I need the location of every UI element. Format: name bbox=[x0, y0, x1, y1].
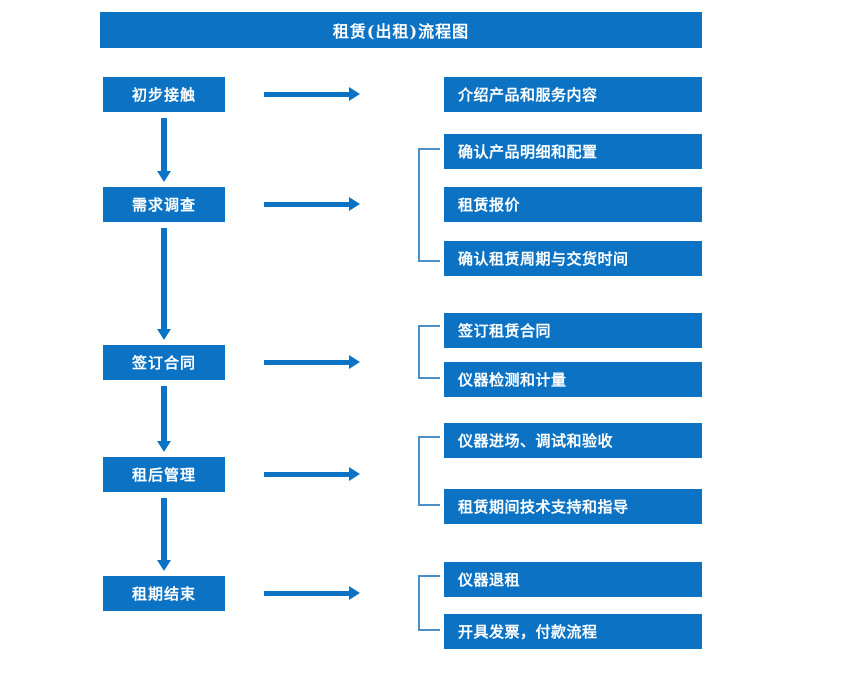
stage-box-sign-contract[interactable]: 签订合同 bbox=[103, 345, 225, 380]
detail-box-invoice-payment[interactable]: 开具发票，付款流程 bbox=[444, 614, 702, 649]
chart-title-banner: 租赁(出租)流程图 bbox=[100, 12, 702, 48]
detail-label: 确认产品明细和配置 bbox=[458, 143, 598, 161]
detail-label: 仪器进场、调试和验收 bbox=[458, 432, 614, 450]
stage-box-needs-survey[interactable]: 需求调查 bbox=[103, 187, 225, 222]
detail-label: 确认租赁周期与交货时间 bbox=[458, 250, 629, 268]
arrow-right-icon-needs-survey bbox=[264, 197, 360, 211]
detail-label: 租赁报价 bbox=[458, 196, 521, 214]
stage-label: 初步接触 bbox=[131, 86, 196, 104]
detail-label: 仪器退租 bbox=[458, 571, 521, 589]
arrow-down-icon-postrental-to-leaseend bbox=[157, 498, 171, 571]
group-bracket-post-rental bbox=[418, 436, 440, 506]
detail-label: 仪器检测和计量 bbox=[458, 371, 567, 389]
detail-box-rental-quote[interactable]: 租赁报价 bbox=[444, 187, 702, 222]
arrow-down-icon-needs-to-contract bbox=[157, 228, 171, 340]
arrow-right-icon-lease-end bbox=[264, 586, 360, 600]
detail-box-instrument-return[interactable]: 仪器退租 bbox=[444, 562, 702, 597]
arrow-down-icon-initial-to-needs bbox=[157, 118, 171, 182]
detail-box-confirm-period[interactable]: 确认租赁周期与交货时间 bbox=[444, 241, 702, 276]
group-bracket-lease-end bbox=[418, 575, 440, 631]
stage-label: 租后管理 bbox=[131, 466, 196, 484]
arrow-right-icon-post-rental bbox=[264, 467, 360, 481]
group-bracket-needs-survey bbox=[418, 148, 440, 262]
detail-label: 签订租赁合同 bbox=[458, 322, 552, 340]
arrow-down-icon-contract-to-postrental bbox=[157, 386, 171, 452]
stage-label: 需求调查 bbox=[131, 196, 196, 214]
page-title: 租赁(出租)流程图 bbox=[332, 22, 470, 41]
stage-label: 签订合同 bbox=[131, 354, 196, 372]
detail-box-sign-rental-contract[interactable]: 签订租赁合同 bbox=[444, 313, 702, 348]
detail-box-technical-support[interactable]: 租赁期间技术支持和指导 bbox=[444, 489, 702, 524]
detail-box-introduce-products[interactable]: 介绍产品和服务内容 bbox=[444, 77, 702, 112]
arrow-right-icon-sign-contract bbox=[264, 355, 360, 369]
stage-label: 租期结束 bbox=[131, 585, 196, 603]
detail-box-instrument-arrival[interactable]: 仪器进场、调试和验收 bbox=[444, 423, 702, 458]
stage-box-initial-contact[interactable]: 初步接触 bbox=[103, 77, 225, 112]
detail-label: 租赁期间技术支持和指导 bbox=[458, 498, 629, 516]
detail-box-confirm-spec[interactable]: 确认产品明细和配置 bbox=[444, 134, 702, 169]
stage-box-post-rental[interactable]: 租后管理 bbox=[103, 457, 225, 492]
detail-label: 开具发票，付款流程 bbox=[458, 623, 598, 641]
arrow-right-icon-initial-contact bbox=[264, 87, 360, 101]
detail-label: 介绍产品和服务内容 bbox=[458, 86, 598, 104]
detail-box-instrument-testing[interactable]: 仪器检测和计量 bbox=[444, 362, 702, 397]
stage-box-lease-end[interactable]: 租期结束 bbox=[103, 576, 225, 611]
group-bracket-sign-contract bbox=[418, 325, 440, 379]
